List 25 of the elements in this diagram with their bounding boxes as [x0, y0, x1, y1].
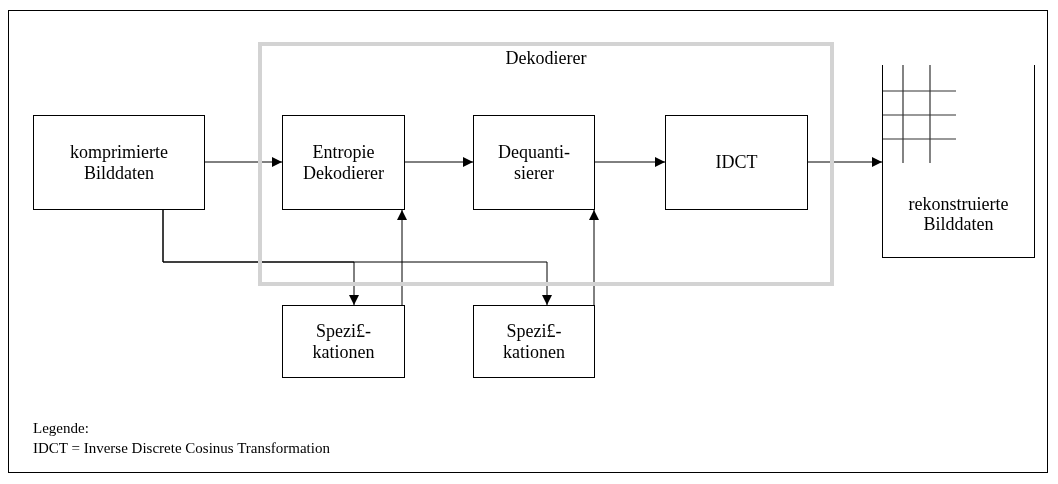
arrow [807, 157, 883, 167]
arrow [162, 209, 552, 306]
arrow [594, 157, 666, 167]
box-label: IDCT [715, 152, 758, 173]
decoder-group-frame [258, 42, 834, 286]
process-box [473, 305, 595, 378]
box-label: Entropie Dekodierer [302, 141, 385, 184]
box-label: komprimierte Bilddaten [69, 141, 169, 184]
box-label: Dequanti- sierer [497, 141, 571, 184]
process-box [473, 115, 595, 210]
box-label: Spezi£- kationen [502, 320, 566, 363]
box-label: Spezi£- kationen [311, 320, 376, 363]
box-label: rekonstruierte Bilddaten [907, 193, 1010, 235]
process-box [282, 115, 405, 210]
output-document [882, 65, 1035, 258]
arrow [397, 209, 407, 306]
arrow [204, 157, 283, 167]
arrow [589, 209, 599, 306]
group-title: Dekodierer [505, 48, 587, 69]
arrow [404, 157, 474, 167]
legend-heading: Legende: [33, 420, 89, 437]
process-box [33, 115, 205, 210]
legend-text: IDCT = Inverse Discrete Cosinus Transformation [33, 440, 330, 457]
process-box [282, 305, 405, 378]
process-box [665, 115, 808, 210]
